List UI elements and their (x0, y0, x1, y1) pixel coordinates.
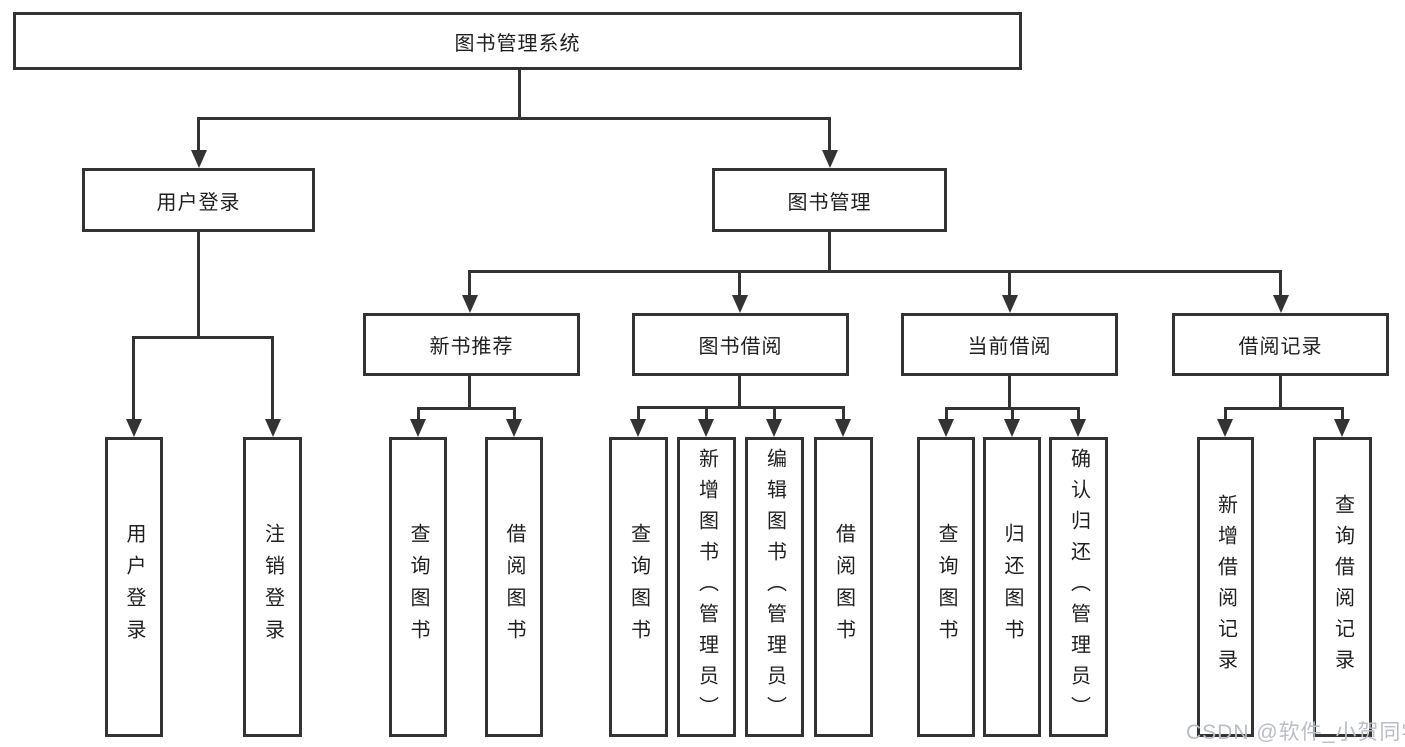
arrow-down-icon (506, 419, 522, 437)
connector-line (705, 406, 708, 421)
node-label: 新增图书（管理员） (695, 447, 718, 727)
connector-line (1279, 270, 1282, 297)
node-borrow-records: 借阅记录 (1172, 313, 1389, 376)
arrow-down-icon (1070, 419, 1086, 437)
connector-line (637, 406, 845, 409)
connector-line (1011, 407, 1014, 421)
node-label: 编辑图书（管理员） (763, 447, 786, 727)
node-label: 注销登录 (261, 523, 284, 651)
arrow-down-icon (191, 150, 207, 168)
node-current-borrow: 当前借阅 (901, 313, 1118, 376)
connector-line (468, 270, 1282, 273)
connector-line (417, 407, 516, 410)
leaf-edit-books-admin: 编辑图书（管理员） (745, 437, 804, 737)
connector-line (1224, 407, 1344, 410)
leaf-add-books-admin: 新增图书（管理员） (677, 437, 736, 737)
leaf-query-borrow-record: 查询借阅记录 (1313, 437, 1372, 737)
node-label: 确认归还（管理员） (1067, 447, 1090, 727)
arrow-down-icon (410, 419, 426, 437)
leaf-query-books-current: 查询图书 (917, 437, 975, 737)
connector-line (518, 70, 521, 117)
connector-line (513, 407, 516, 421)
connector-line (271, 336, 274, 421)
leaf-confirm-return-admin: 确认归还（管理员） (1049, 437, 1108, 737)
connector-line (197, 117, 831, 120)
connector-line (945, 407, 948, 421)
node-label: 查询图书 (627, 523, 650, 651)
leaf-add-borrow-record: 新增借阅记录 (1197, 437, 1254, 737)
leaf-user-login: 用户登录 (105, 437, 163, 737)
node-label: 查询图书 (407, 523, 429, 651)
arrow-down-icon (698, 419, 714, 437)
arrow-down-icon (822, 150, 838, 168)
leaf-logout: 注销登录 (243, 437, 302, 737)
arrow-down-icon (938, 419, 954, 437)
connector-line (738, 270, 741, 297)
connector-line (132, 336, 274, 339)
leaf-query-books-borrow: 查询图书 (609, 437, 668, 737)
node-label: 新增借阅记录 (1214, 494, 1237, 680)
connector-line (1008, 376, 1011, 410)
connector-line (1279, 376, 1282, 410)
arrow-down-icon (630, 419, 646, 437)
node-label: 图书管理 (787, 191, 872, 214)
arrow-down-icon (1273, 295, 1289, 313)
node-label: 用户登录 (156, 191, 241, 214)
connector-line (468, 376, 471, 410)
node-label: 当前借阅 (967, 336, 1052, 358)
arrow-down-icon (835, 419, 851, 437)
arrow-down-icon (126, 419, 142, 437)
connector-line (773, 406, 776, 421)
connector-line (637, 406, 640, 421)
connector-line (738, 376, 741, 409)
connector-line (417, 407, 420, 421)
arrow-down-icon (1004, 419, 1020, 437)
node-label: 图书管理系统 (454, 32, 581, 55)
leaf-borrow-books-recommend: 借阅图书 (485, 437, 543, 737)
node-new-book-recommend: 新书推荐 (363, 313, 580, 376)
node-label: 新书推荐 (429, 336, 514, 358)
connector-line (842, 406, 845, 421)
node-label: 借阅图书 (832, 523, 855, 651)
node-label: 用户登录 (123, 523, 145, 651)
connector-line (197, 117, 200, 153)
leaf-return-books: 归还图书 (983, 437, 1041, 737)
connector-line (828, 117, 831, 153)
connector-line (828, 232, 831, 273)
node-label: 归还图书 (1001, 523, 1023, 651)
arrow-down-icon (1334, 419, 1350, 437)
csdn-watermark: CSDN @软件_小贺同学 (1186, 721, 1405, 744)
connector-line (1224, 407, 1227, 421)
arrow-down-icon (265, 419, 281, 437)
connector-line (1341, 407, 1344, 421)
leaf-borrow-books: 借阅图书 (814, 437, 873, 737)
arrow-down-icon (732, 295, 748, 313)
node-book-management: 图书管理 (712, 168, 947, 232)
node-root-system: 图书管理系统 (13, 12, 1022, 70)
arrow-down-icon (1217, 419, 1233, 437)
connector-line (197, 232, 200, 339)
node-user-login: 用户登录 (82, 168, 315, 232)
node-label: 借阅图书 (503, 523, 525, 651)
node-label: 借阅记录 (1238, 336, 1323, 358)
connector-line (468, 270, 471, 297)
arrow-down-icon (1002, 295, 1018, 313)
connector-line (1008, 270, 1011, 297)
arrow-down-icon (462, 295, 478, 313)
node-book-borrow: 图书借阅 (632, 313, 849, 376)
arrow-down-icon (766, 419, 782, 437)
leaf-query-books-recommend: 查询图书 (389, 437, 447, 737)
connector-line (1077, 407, 1080, 421)
node-label: 图书借阅 (698, 336, 783, 358)
node-label: 查询借阅记录 (1331, 494, 1354, 680)
connector-line (132, 336, 135, 421)
node-label: 查询图书 (935, 523, 957, 651)
